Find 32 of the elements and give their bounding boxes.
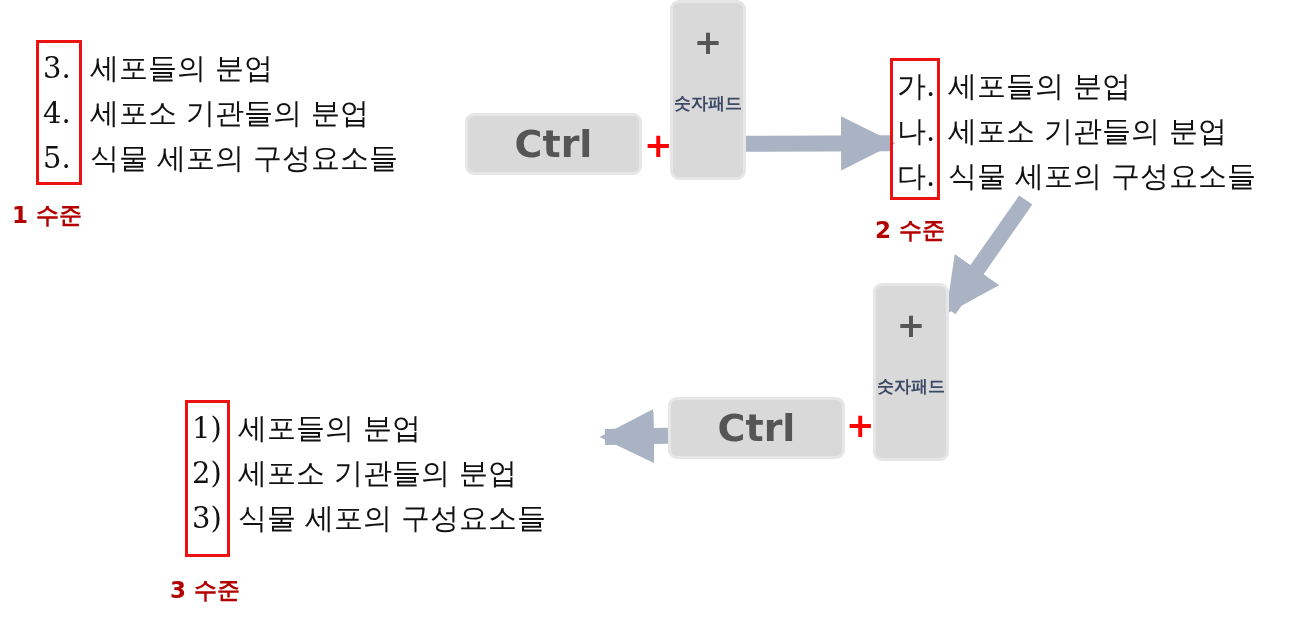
list-item: 세포들의 분업 <box>238 410 422 447</box>
list-number: 4. <box>43 95 71 132</box>
list-number: 1) <box>192 410 222 447</box>
numpad-plus-key: + 숫자패드 <box>670 0 746 180</box>
ctrl-key: Ctrl <box>465 113 642 175</box>
list-item: 식물 세포의 구성요소들 <box>90 140 399 177</box>
arrow <box>599 408 669 464</box>
ctrl-key: Ctrl <box>668 397 845 459</box>
list-number: 가. <box>897 68 936 105</box>
list-number: 2) <box>192 455 222 492</box>
arrow <box>745 116 896 171</box>
list-number: 3. <box>43 50 71 87</box>
list-item: 세포들의 분업 <box>948 68 1132 105</box>
numbering-box <box>36 40 82 185</box>
level-label: 3 수준 <box>170 576 240 605</box>
list-number: 다. <box>897 158 936 195</box>
numbering-box <box>185 400 230 557</box>
level-label: 2 수준 <box>875 216 945 245</box>
list-number: 3) <box>192 500 222 537</box>
list-item: 식물 세포의 구성요소들 <box>948 158 1257 195</box>
plus-sign: + <box>846 408 875 442</box>
level-label: 1 수준 <box>12 201 82 230</box>
list-number: 5. <box>43 140 71 177</box>
numbering-box <box>890 58 940 200</box>
list-number: 나. <box>897 113 936 150</box>
list-item: 세포소 기관들의 분업 <box>90 95 370 132</box>
list-item: 세포들의 분업 <box>90 50 274 87</box>
list-item: 식물 세포의 구성요소들 <box>238 500 547 537</box>
plus-sign: + <box>644 128 673 162</box>
list-item: 세포소 기관들의 분업 <box>948 113 1228 150</box>
list-item: 세포소 기관들의 분업 <box>238 455 518 492</box>
numpad-plus-key: + 숫자패드 <box>873 283 949 461</box>
